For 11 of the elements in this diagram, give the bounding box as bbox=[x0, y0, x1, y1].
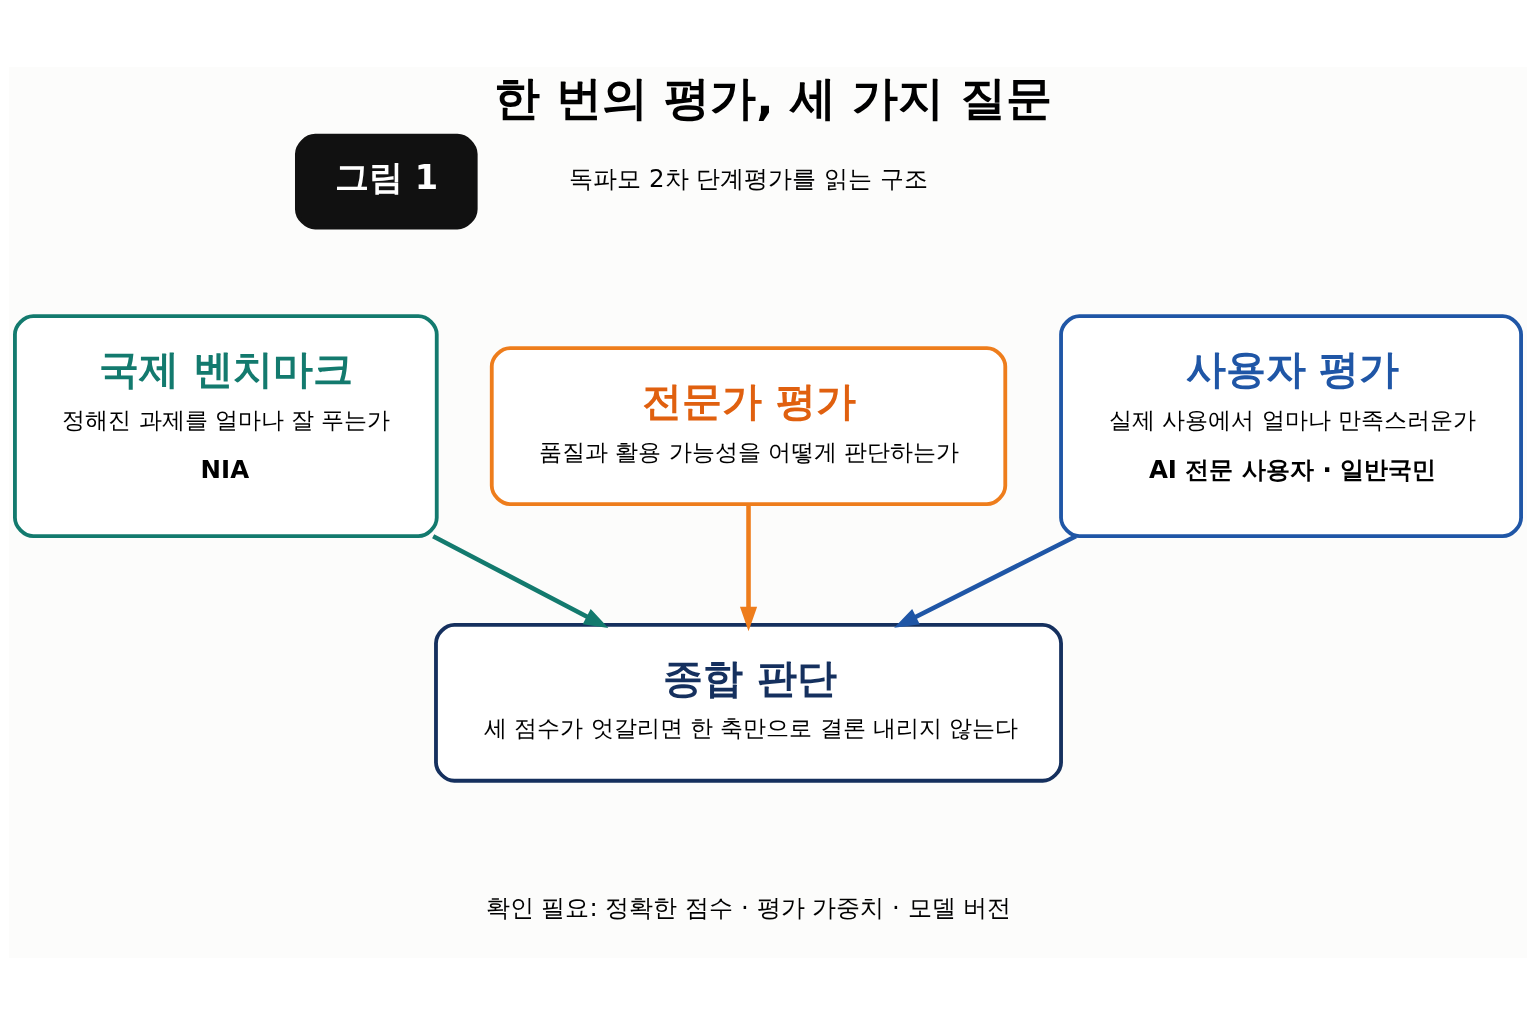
node-box: 국제 벤치마크 정해진 과제를 얼마나 잘 푸는가 NIA bbox=[13, 313, 439, 538]
arrow bbox=[432, 533, 609, 628]
node-box: 전문가 평가 품질과 활용 가능성을 어떻게 판단하는가 bbox=[489, 345, 1008, 506]
label: 그림 1 bbox=[335, 157, 439, 197]
label: 확인 필요: 정확한 점수 · 평가 가중치 · 모델 버전 bbox=[485, 892, 1012, 922]
label: 독파모 2차 단계평가를 읽는 구조 bbox=[569, 163, 928, 193]
diagram-title: 한 번의 평가, 세 가지 질문 bbox=[494, 70, 1052, 125]
arrow bbox=[739, 504, 758, 631]
node-box: 종합 판단 세 점수가 엇갈리면 한 축만으로 결론 내리지 않는다 bbox=[434, 622, 1063, 783]
arrow bbox=[894, 533, 1077, 628]
node-box: 사용자 평가 실제 사용에서 얼마나 만족스러운가 AI 전문 사용자 · 일반국민 bbox=[1059, 313, 1523, 538]
